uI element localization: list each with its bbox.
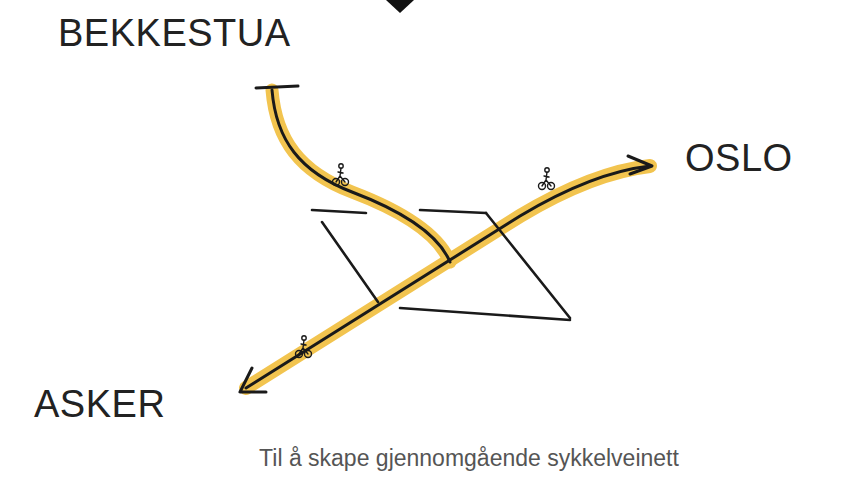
end-bar-bekkestua xyxy=(256,86,298,88)
arrow-oslo xyxy=(628,156,652,174)
place-name: OSLO xyxy=(685,137,793,180)
branch-route-line xyxy=(272,90,450,262)
caption: Til å skape gjennomgående sykkelveinett xyxy=(259,445,679,472)
marker-diamond xyxy=(386,0,414,13)
main-route-band xyxy=(246,166,650,388)
place-name: ASKER xyxy=(34,383,165,426)
branch-route-band xyxy=(272,90,450,262)
place-name: BEKKESTUA xyxy=(58,12,291,55)
main-route-line xyxy=(246,166,650,388)
interchange-outline xyxy=(312,210,570,320)
arrow-asker xyxy=(240,368,266,392)
cyclist-icons xyxy=(296,164,555,358)
